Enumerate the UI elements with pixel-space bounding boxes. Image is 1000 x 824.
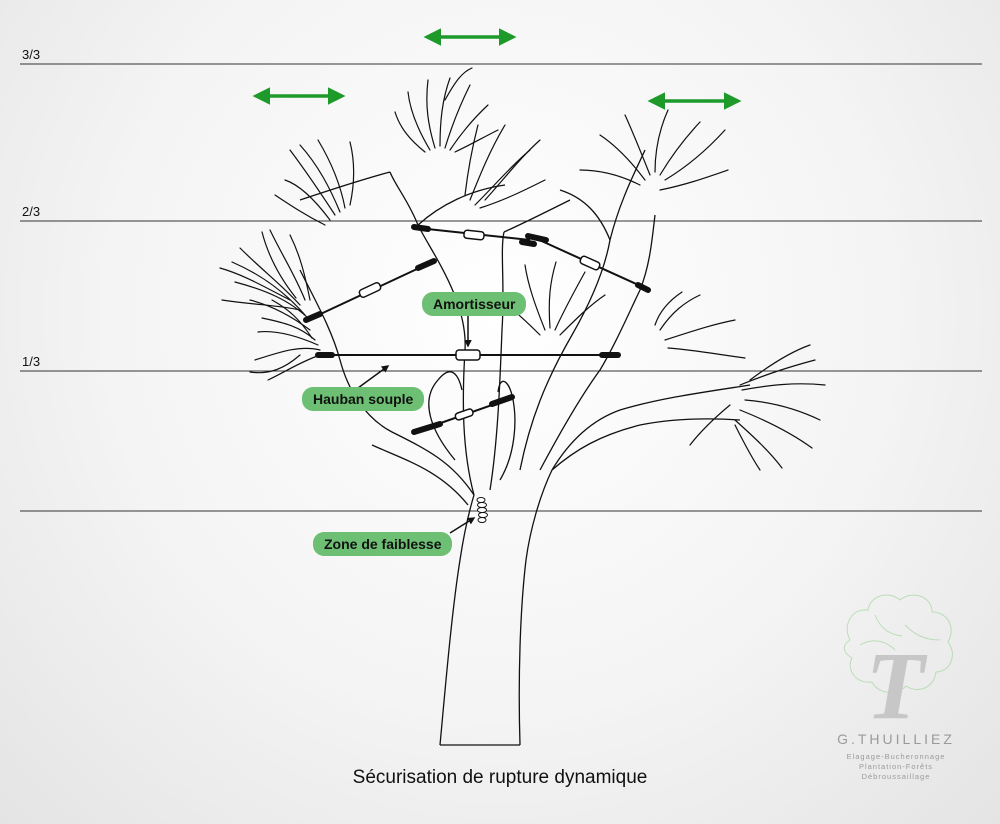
damper: [454, 408, 474, 421]
brand-monogram: T: [866, 632, 928, 739]
callout-damper: Amortisseur: [422, 292, 527, 316]
anchor: [411, 421, 443, 435]
foliage-top: [394, 67, 499, 153]
foliage-right-mid: [654, 291, 746, 359]
callout-weak-zone: Zone de faiblesse: [313, 532, 453, 556]
anchor: [525, 233, 549, 243]
brand-tagline-1: Elagage-Bucheronnage: [846, 752, 946, 761]
dampers: [358, 229, 601, 421]
foliage-right-high: [579, 109, 729, 191]
pointer-weak-zone: [449, 517, 476, 534]
foliage-left-mid: [219, 229, 311, 321]
foliage-left-low: [249, 299, 321, 381]
brand-tagline-2: Plantation-Forêts: [858, 762, 934, 771]
damper-highlighted: [455, 349, 481, 361]
logo-tree-outline-icon: [843, 594, 953, 693]
brand-name: G.THUILLIEZ: [837, 731, 955, 747]
level-label-1-3: 1/3: [22, 354, 41, 369]
brand-logo: T: [843, 594, 953, 739]
anchor: [411, 224, 431, 232]
anchor: [635, 282, 651, 293]
anchor: [489, 394, 515, 407]
brand-tagline-3: Débroussaillage: [861, 772, 931, 781]
damper: [358, 281, 382, 299]
level-label-2-3: 2/3: [22, 204, 41, 219]
weak-zone-marker: [476, 497, 488, 523]
diagram-caption: Sécurisation de rupture dynamique: [352, 767, 648, 788]
height-lines: [20, 63, 982, 512]
foliage: [219, 67, 826, 471]
anchor: [519, 239, 537, 247]
anchor: [415, 258, 437, 271]
anchors: [303, 224, 651, 435]
foliage-center: [464, 124, 546, 209]
sway-arrows: [252, 28, 742, 110]
level-label-3-3: 3/3: [22, 47, 41, 62]
foliage-right-low: [689, 344, 826, 471]
damper: [463, 229, 485, 241]
callout-soft-guy: Hauban souple: [302, 387, 425, 411]
callout-pointers: [357, 316, 476, 534]
foliage-left-high: [274, 139, 355, 226]
pointer-soft-guy: [357, 365, 390, 389]
anchor: [303, 311, 323, 323]
damper: [579, 255, 601, 271]
